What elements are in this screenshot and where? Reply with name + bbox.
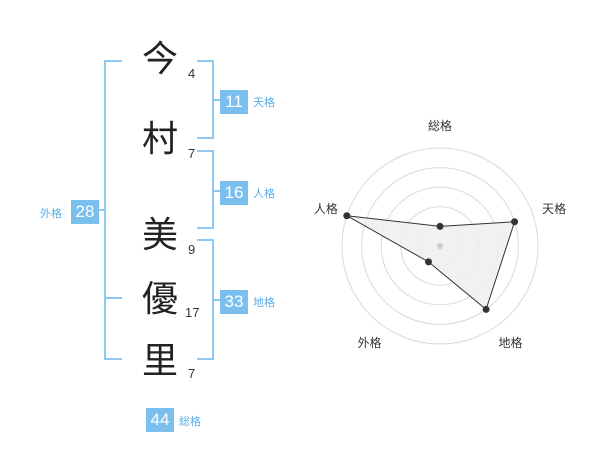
radar-point-5 <box>343 212 351 220</box>
stroke-count-4: 17 <box>185 305 200 320</box>
soukaku-value: 44 <box>146 408 174 432</box>
stroke-count-1: 4 <box>188 66 196 81</box>
soukaku-label: 総格 <box>179 415 201 428</box>
radar-point-2 <box>511 218 519 226</box>
radar-point-3 <box>482 305 490 313</box>
name-char-3: 美 <box>141 215 178 256</box>
radar-axis-label-1: 総格 <box>428 118 452 133</box>
gaikaku-label: 外格 <box>40 207 62 220</box>
chikaku-value: 33 <box>220 290 248 314</box>
jinkaku-value: 16 <box>220 181 248 205</box>
radar-axis-label-3: 地格 <box>499 335 523 350</box>
radar-axis-label-2: 天格 <box>542 201 566 216</box>
name-char-2: 村 <box>141 119 178 160</box>
jinkaku-label: 人格 <box>253 187 275 200</box>
tenkaku-label: 天格 <box>253 96 275 109</box>
tenkaku-value: 11 <box>220 90 248 114</box>
name-char-4: 優 <box>141 279 178 320</box>
radar-axis-label-5: 人格 <box>314 201 338 216</box>
tenkaku-bracket <box>197 60 220 139</box>
stroke-count-3: 9 <box>188 242 196 257</box>
stroke-count-2: 7 <box>188 146 196 161</box>
radar-axis-label-4: 外格 <box>357 335 381 350</box>
chikaku-label: 地格 <box>253 296 275 309</box>
name-char-5: 里 <box>141 341 178 382</box>
stroke-count-5: 7 <box>188 366 196 381</box>
radar-point-4 <box>424 258 432 266</box>
name-char-1: 今 <box>141 39 178 80</box>
chikaku-bracket <box>197 239 220 360</box>
radar-point-1 <box>436 222 444 230</box>
jinkaku-bracket <box>197 150 220 229</box>
radar-grid-ring <box>361 167 519 325</box>
gaikaku-value: 28 <box>71 200 99 224</box>
radar-center-point <box>437 243 443 249</box>
radar-grid-ring <box>341 147 539 345</box>
